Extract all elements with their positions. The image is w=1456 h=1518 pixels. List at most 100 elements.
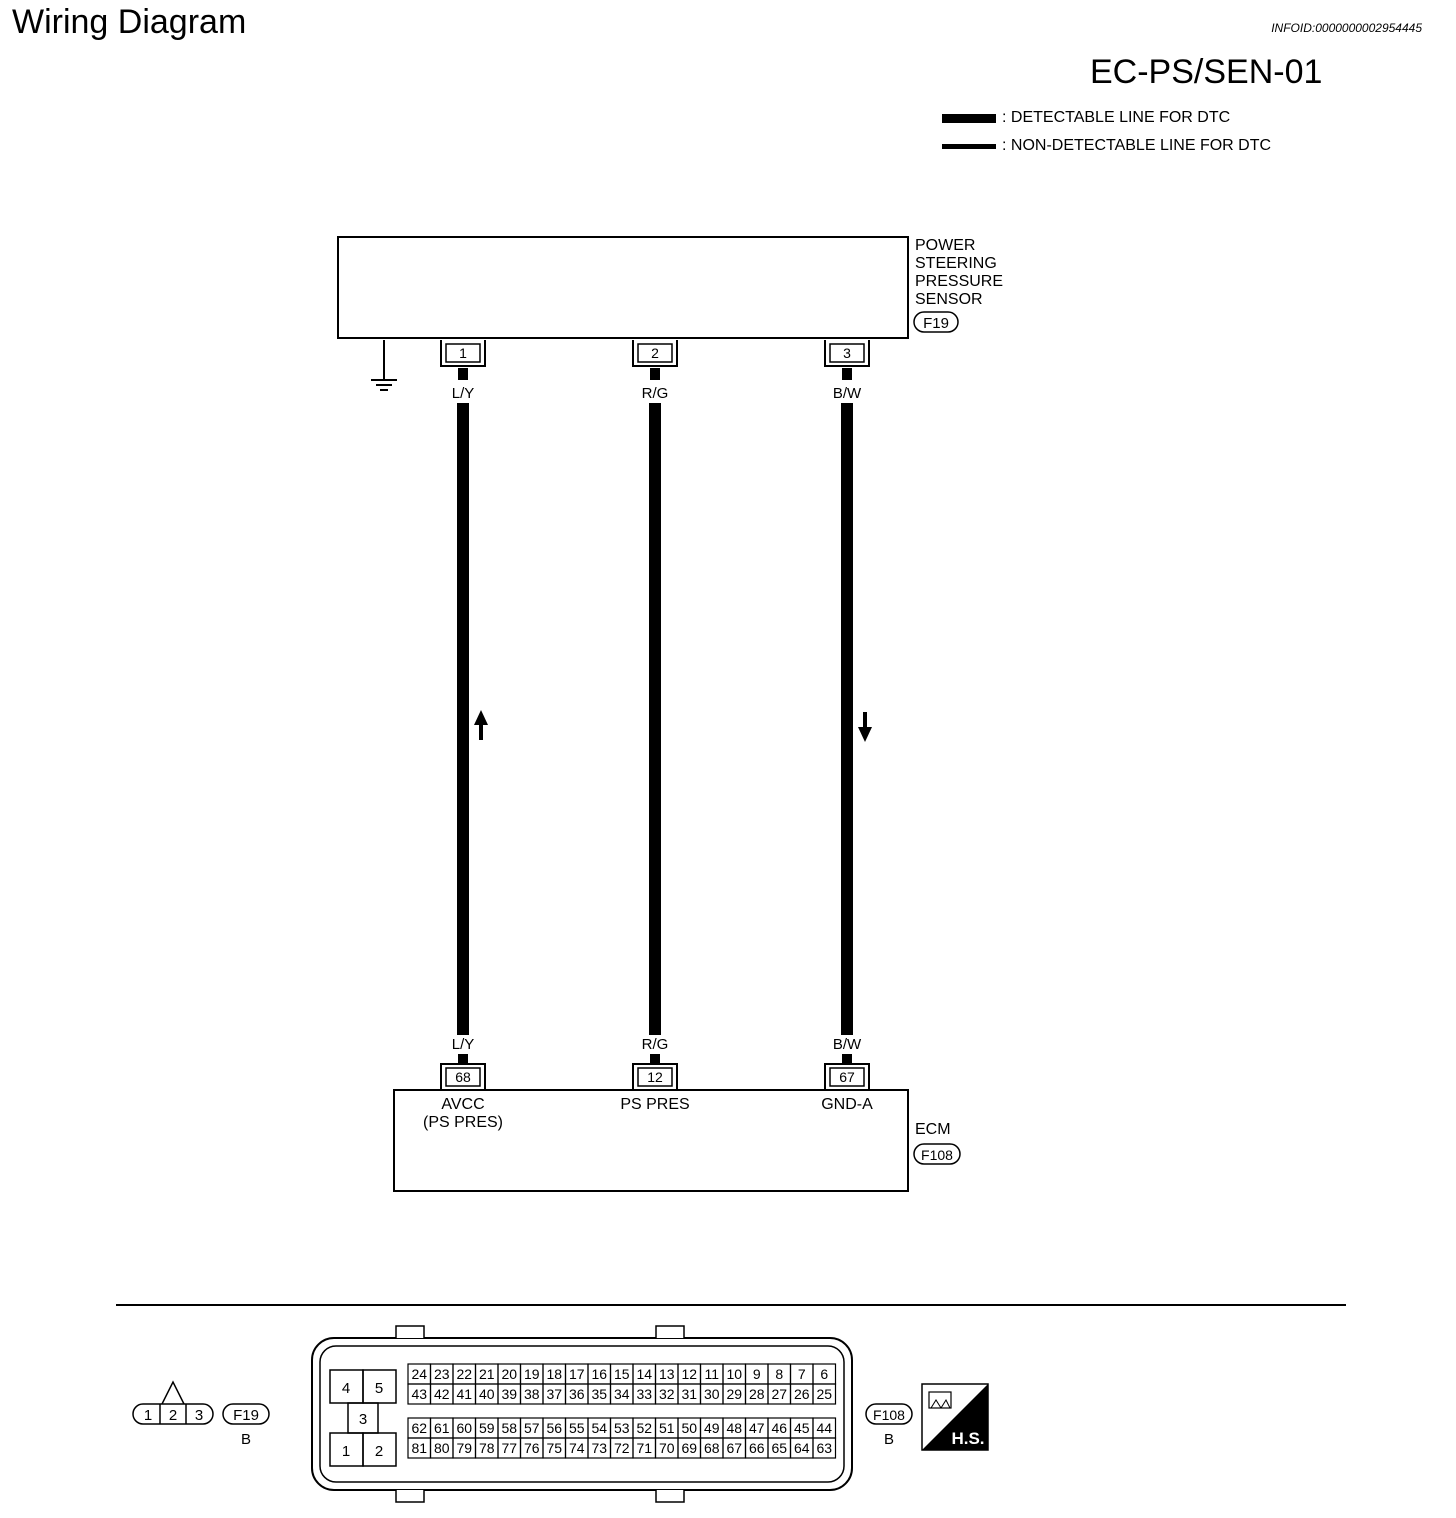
f108-small-pin-block: 4 5 3 1 2 <box>329 1369 397 1467</box>
f108-pin-number: 36 <box>569 1386 585 1402</box>
sensor-pin-number: 2 <box>651 345 659 361</box>
f108-pin-number: 51 <box>659 1420 675 1436</box>
ecm-label: ECM <box>915 1121 951 1138</box>
f108-pin-number: 76 <box>524 1440 540 1456</box>
f108-pin-number: 73 <box>591 1440 607 1456</box>
f108-pin-number: 38 <box>524 1386 540 1402</box>
page-title: Wiring Diagram <box>12 3 247 41</box>
f108-pin-number: 63 <box>816 1440 832 1456</box>
f108-pin-number: 12 <box>681 1366 697 1382</box>
wire-color-code: B/W <box>833 385 862 402</box>
legend-detectable-label: : DETECTABLE LINE FOR DTC <box>1002 109 1231 126</box>
f108-pin-number: 23 <box>434 1366 450 1382</box>
wire-3: 3 B/W B/W 67 GND-A <box>821 340 873 1113</box>
f108-pin-number: 50 <box>681 1420 697 1436</box>
f108-pin-number: 24 <box>411 1366 427 1382</box>
wire-1: 1 L/Y L/Y 68 AVCC (PS PRES) <box>423 340 503 1131</box>
f108-pin-number: 9 <box>753 1366 761 1382</box>
f19-color-code: B <box>241 1431 251 1448</box>
f108-pin-number: 28 <box>749 1386 765 1402</box>
f108-pin-number: 81 <box>411 1440 427 1456</box>
ecm-pin-number: 12 <box>647 1069 663 1085</box>
ecm-terminal-name: GND-A <box>821 1096 873 1113</box>
f108-pin-number: 46 <box>771 1420 787 1436</box>
f108-pin-number: 71 <box>636 1440 652 1456</box>
ecm-terminal-name: (PS PRES) <box>423 1114 503 1131</box>
wire-color-code: R/G <box>642 385 669 402</box>
sensor-pin-box <box>637 343 673 363</box>
f108-pin-number: 49 <box>704 1420 720 1436</box>
f108-pin-number: 79 <box>456 1440 472 1456</box>
f108-pin-cell <box>812 1437 837 1459</box>
f19-pin-3: 3 <box>195 1407 203 1424</box>
f108-pin-number: 29 <box>726 1386 742 1402</box>
f108-pin-number: 37 <box>546 1386 562 1402</box>
f108-pin-number: 72 <box>614 1440 630 1456</box>
f108-pin-number: 62 <box>411 1420 427 1436</box>
f108-pin-number: 21 <box>479 1366 495 1382</box>
sensor-pin-number: 3 <box>843 345 851 361</box>
f108-pin-number: 10 <box>726 1366 742 1382</box>
f108-pin-number: 60 <box>456 1420 472 1436</box>
f108-pin-number: 8 <box>775 1366 783 1382</box>
f108-pin-number: 40 <box>479 1386 495 1402</box>
ecm-pin-box <box>829 1067 865 1087</box>
sensor-label-line: PRESSURE <box>915 273 1003 290</box>
detectable-wire <box>457 403 469 1035</box>
wire-color-code: B/W <box>833 1036 862 1053</box>
f108-pin-number: 27 <box>771 1386 787 1402</box>
f108-pin-number: 65 <box>771 1440 787 1456</box>
f108-pin-number: 11 <box>704 1366 719 1382</box>
f108-pin-number: 61 <box>434 1420 450 1436</box>
f108-pin-number: 41 <box>456 1386 472 1402</box>
f108-pin: 3 <box>359 1411 367 1428</box>
sensor-label-line: SENSOR <box>915 291 983 308</box>
f19-pin-2: 2 <box>169 1407 177 1424</box>
ecm-connector-badge <box>913 1143 961 1165</box>
f108-pin-number: 80 <box>434 1440 450 1456</box>
f108-pin-number: 42 <box>434 1386 450 1402</box>
ecm-connector-id: F108 <box>921 1147 953 1163</box>
sensor-pin-number: 1 <box>459 345 467 361</box>
f108-pin-number: 52 <box>636 1420 652 1436</box>
f108-pin-number: 59 <box>479 1420 495 1436</box>
f108-pin-number: 30 <box>704 1386 720 1402</box>
f108-pin-number: 69 <box>681 1440 697 1456</box>
arrow-down-icon <box>858 712 872 742</box>
arrow-up-icon <box>474 710 488 740</box>
f108-pin-number: 31 <box>681 1386 697 1402</box>
sensor-label-line: POWER <box>915 237 975 254</box>
sensor-label-line: STEERING <box>915 255 997 272</box>
f108-pin-number: 48 <box>726 1420 742 1436</box>
f108-pin-number: 39 <box>501 1386 517 1402</box>
sensor-label: POWER STEERING PRESSURE SENSOR <box>915 237 1003 308</box>
legend-non-detectable: : NON-DETECTABLE LINE FOR DTC <box>942 136 1271 156</box>
f108-pin-number: 32 <box>659 1386 675 1402</box>
sensor-box <box>337 236 909 339</box>
f108-pin-number: 35 <box>591 1386 607 1402</box>
f108-pin-number: 43 <box>411 1386 427 1402</box>
ecm-pin-box <box>445 1067 481 1087</box>
wire-color-code: R/G <box>642 1036 669 1053</box>
f108-pin-number: 45 <box>794 1420 810 1436</box>
f108-pin-number: 6 <box>820 1366 828 1382</box>
f108-pin-number: 78 <box>479 1440 495 1456</box>
f108-pin-number: 77 <box>501 1440 517 1456</box>
f108-pin-number: 18 <box>546 1366 562 1382</box>
f108-pin-number: 7 <box>798 1366 806 1382</box>
f108-pin-number: 19 <box>524 1366 540 1382</box>
sensor-pin-box <box>445 343 481 363</box>
legend-non-detectable-label: : NON-DETECTABLE LINE FOR DTC <box>1002 137 1272 154</box>
f108-pin-number: 26 <box>794 1386 810 1402</box>
f108-pin-number: 64 <box>794 1440 810 1456</box>
sensor-connector-badge <box>913 311 959 333</box>
f108-color-code: B <box>884 1431 894 1448</box>
f108-pin-number: 22 <box>456 1366 472 1382</box>
f108-pin-number: 15 <box>614 1366 630 1382</box>
f108-pin-number: 57 <box>524 1420 540 1436</box>
ecm-terminal-name: PS PRES <box>620 1096 689 1113</box>
info-id: INFOID:0000000002954445 <box>1271 21 1422 35</box>
